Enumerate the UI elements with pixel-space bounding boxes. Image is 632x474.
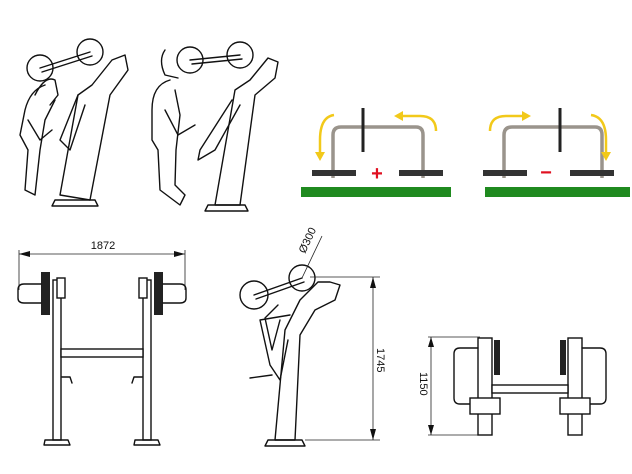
left-wheel xyxy=(494,340,500,375)
handle-bar xyxy=(502,125,604,178)
width-dimension-label: 1872 xyxy=(91,240,115,252)
plus-sign: + xyxy=(371,163,383,185)
depth-dimension-label: 1150 xyxy=(417,372,429,396)
right-wheel xyxy=(560,340,566,375)
arrow-left xyxy=(400,114,438,132)
left-wheel xyxy=(483,170,527,176)
left-wheel xyxy=(41,272,50,315)
arrow-down-left xyxy=(318,113,335,155)
minus-sign: − xyxy=(540,162,552,184)
front-view: 1872 xyxy=(17,240,187,446)
side-view: Ø300 1745 xyxy=(239,226,386,447)
usage-illustration-1 xyxy=(19,38,129,207)
left-wheel xyxy=(312,170,356,176)
right-wheel xyxy=(570,170,614,176)
ground-bar xyxy=(485,187,630,197)
right-wheel xyxy=(399,170,443,176)
right-wheel xyxy=(154,272,163,315)
wheel-diameter-label: Ø300 xyxy=(297,226,319,255)
rotation-diagram-minus: − xyxy=(483,108,630,197)
top-view: 1150 xyxy=(417,336,607,436)
arrow-right xyxy=(488,114,525,132)
handle-bar xyxy=(331,125,425,178)
usage-illustration-2 xyxy=(151,41,279,212)
arrow-down-right xyxy=(590,113,608,155)
ground-bar xyxy=(301,187,451,197)
rotation-diagram-plus: + xyxy=(301,108,451,197)
height-dimension-label: 1745 xyxy=(374,348,386,372)
